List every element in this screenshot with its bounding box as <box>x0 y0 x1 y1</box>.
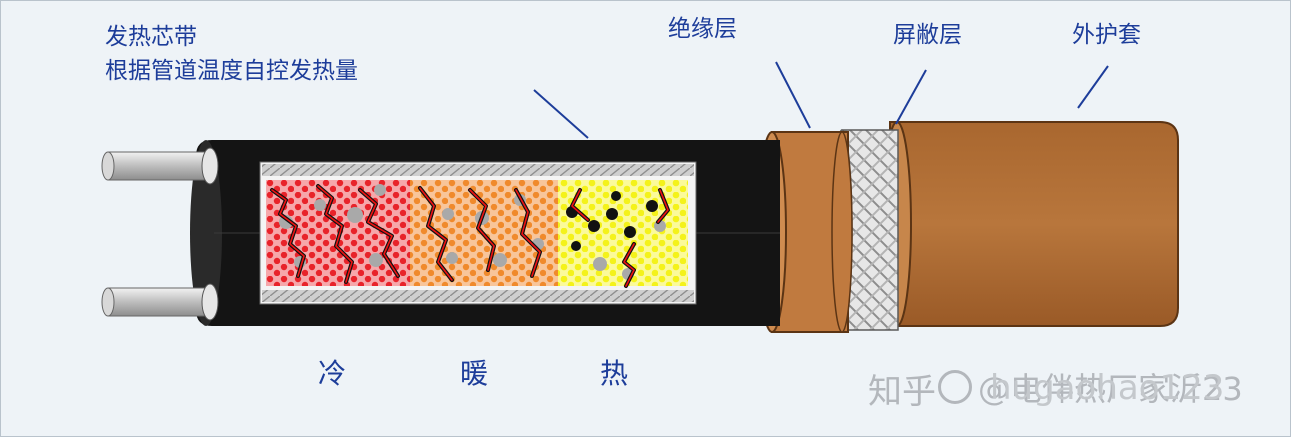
carbon-particles <box>566 191 658 251</box>
leader-lines <box>533 61 1109 139</box>
watermark-handle: @电伴热厂家沂23 <box>978 370 1243 408</box>
jacket-label: 外护套 <box>1072 22 1141 48</box>
cold-zone-label: 冷 <box>318 357 347 390</box>
conductive-paths <box>270 184 670 288</box>
bus-wire-top <box>101 147 219 185</box>
watermark-overlay: hugaohao123 <box>990 368 1225 408</box>
warm-zone-label: 暖 <box>460 357 489 390</box>
insulation-label: 绝缘层 <box>668 16 737 42</box>
hot-zone <box>558 180 688 286</box>
outer-jacket <box>882 121 1179 327</box>
zhihu-logo-icon <box>938 370 972 404</box>
core-description-label: 根据管道温度自控发热量 <box>105 58 358 84</box>
bus-wire-bottom <box>101 283 219 321</box>
shield-label: 屏敝层 <box>893 22 962 48</box>
hot-zone-label: 热 <box>600 357 629 390</box>
core-title-label: 发热芯带 <box>105 24 197 50</box>
watermark-platform: 知乎 <box>868 372 936 412</box>
polymer-particles <box>279 184 666 280</box>
